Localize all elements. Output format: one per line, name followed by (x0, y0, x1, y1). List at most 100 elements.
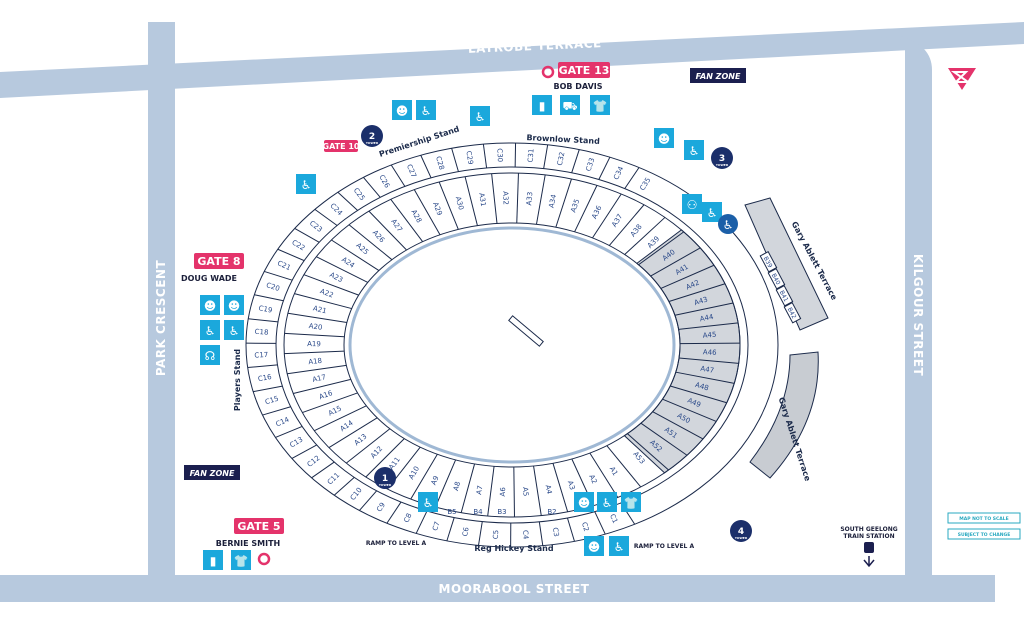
section-c29[interactable]: C29 (464, 150, 474, 165)
section-b2[interactable]: B2 (547, 508, 556, 516)
section-a34[interactable]: A34 (547, 193, 558, 209)
section-b41[interactable]: B41 (775, 285, 794, 307)
gate-5[interactable]: GATE 5 BERNIE SMITH (216, 518, 284, 566)
section-c4[interactable]: C4 (521, 530, 530, 540)
section-a5[interactable]: A5 (521, 487, 530, 497)
section-divider (287, 312, 347, 323)
merchandise-icon: 👕 (590, 95, 610, 115)
section-a36[interactable]: A36 (590, 204, 603, 220)
section-a4[interactable]: A4 (544, 484, 554, 495)
section-c20[interactable]: C20 (265, 281, 281, 293)
section-c12[interactable]: C12 (306, 454, 322, 469)
section-b42[interactable]: B42 (783, 302, 802, 324)
section-divider (566, 517, 575, 542)
section-c7[interactable]: C7 (431, 521, 441, 532)
section-a1[interactable]: A1 (608, 465, 620, 477)
section-b40[interactable]: B40 (767, 268, 786, 290)
section-a10[interactable]: A10 (407, 465, 421, 481)
section-a38[interactable]: A38 (629, 223, 644, 239)
section-a47[interactable]: A47 (700, 365, 715, 375)
section-c14[interactable]: C14 (275, 415, 291, 428)
section-a7[interactable]: A7 (475, 485, 484, 495)
svg-text:☻: ☻ (396, 104, 409, 118)
section-a20[interactable]: A20 (308, 322, 323, 332)
section-a15[interactable]: A15 (327, 404, 343, 417)
section-a28[interactable]: A28 (410, 208, 424, 224)
section-a17[interactable]: A17 (312, 373, 327, 384)
section-c31[interactable]: C31 (527, 148, 536, 162)
section-a6[interactable]: A6 (499, 487, 507, 497)
section-a25[interactable]: A25 (354, 241, 370, 256)
section-a9[interactable]: A9 (430, 475, 441, 487)
section-c22[interactable]: C22 (290, 238, 306, 252)
svg-text:👕: 👕 (624, 496, 639, 510)
section-a3[interactable]: A3 (566, 480, 576, 491)
section-c34[interactable]: C34 (612, 165, 625, 181)
section-a21[interactable]: A21 (312, 304, 327, 315)
section-c3[interactable]: C3 (551, 527, 561, 538)
section-c6[interactable]: C6 (461, 526, 471, 537)
section-c15[interactable]: C15 (264, 395, 280, 407)
section-c17[interactable]: C17 (254, 351, 268, 360)
gate-8[interactable]: GATE 8 DOUG WADE (181, 253, 244, 283)
section-b3[interactable]: B3 (497, 508, 506, 516)
fan-zone-left[interactable]: FAN ZONE (184, 465, 240, 480)
section-a13[interactable]: A13 (353, 432, 369, 447)
section-c32[interactable]: C32 (556, 151, 567, 166)
section-a35[interactable]: A35 (569, 198, 581, 214)
section-c28[interactable]: C28 (434, 155, 446, 171)
section-c26[interactable]: C26 (377, 174, 391, 190)
section-c13[interactable]: C13 (288, 435, 304, 449)
section-a48[interactable]: A48 (694, 381, 709, 393)
gate-13[interactable]: GATE 13 BOB DAVIS (541, 62, 610, 91)
section-a33[interactable]: A33 (525, 191, 534, 205)
section-c35[interactable]: C35 (638, 176, 652, 192)
section-c23[interactable]: C23 (308, 219, 324, 234)
section-a22[interactable]: A22 (319, 287, 335, 299)
section-c33[interactable]: C33 (585, 157, 597, 173)
section-c5[interactable]: C5 (492, 530, 501, 540)
fan-zone-label: FAN ZONE (696, 72, 741, 81)
section-a46[interactable]: A46 (703, 348, 718, 357)
section-c19[interactable]: C19 (258, 304, 273, 314)
section-c24[interactable]: C24 (328, 202, 344, 218)
section-c10[interactable]: C10 (349, 486, 364, 502)
section-c18[interactable]: C18 (254, 328, 268, 337)
section-b5[interactable]: B5 (447, 508, 456, 516)
section-c25[interactable]: C25 (352, 186, 367, 202)
section-b39[interactable]: B39 (759, 251, 778, 273)
section-c8[interactable]: C8 (402, 512, 413, 524)
section-a27[interactable]: A27 (389, 218, 403, 234)
tickets-icon: ▮ (532, 95, 552, 115)
section-a18[interactable]: A18 (308, 357, 322, 366)
section-a37[interactable]: A37 (610, 213, 624, 229)
section-a32[interactable]: A32 (501, 191, 509, 205)
section-c30[interactable]: C30 (495, 148, 504, 162)
section-a24[interactable]: A24 (340, 256, 356, 271)
gate-10[interactable]: GATE 10 (323, 140, 360, 152)
fan-zone-top[interactable]: FAN ZONE (690, 68, 746, 83)
section-divider (328, 417, 378, 449)
section-a29[interactable]: A29 (431, 201, 444, 217)
section-a19[interactable]: A19 (307, 340, 321, 348)
section-c21[interactable]: C21 (276, 259, 292, 272)
section-a31[interactable]: A31 (477, 192, 487, 207)
section-a44[interactable]: A44 (699, 313, 714, 324)
section-c9[interactable]: C9 (375, 501, 387, 513)
section-c1[interactable]: C1 (608, 513, 619, 525)
section-a26[interactable]: A26 (371, 229, 386, 245)
section-a8[interactable]: A8 (452, 481, 462, 492)
section-c16[interactable]: C16 (257, 373, 273, 383)
section-c2[interactable]: C2 (580, 521, 590, 532)
section-c11[interactable]: C11 (326, 471, 341, 486)
section-a43[interactable]: A43 (693, 295, 708, 307)
section-b4[interactable]: B4 (473, 508, 483, 516)
section-a14[interactable]: A14 (339, 419, 355, 433)
section-a45[interactable]: A45 (702, 331, 716, 340)
section-a30[interactable]: A30 (454, 196, 465, 211)
section-a2[interactable]: A2 (587, 473, 598, 485)
section-c27[interactable]: C27 (405, 163, 418, 179)
section-a16[interactable]: A16 (318, 389, 334, 401)
section-a12[interactable]: A12 (369, 445, 384, 460)
section-a23[interactable]: A23 (328, 271, 344, 284)
